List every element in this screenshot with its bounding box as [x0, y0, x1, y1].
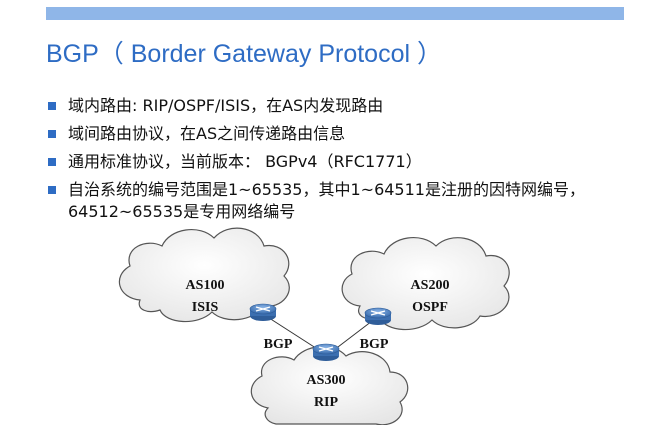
bullet-text: 域内路由: RIP/OSPF/ISIS，在AS内发现路由: [68, 96, 384, 115]
bgp-label-left: BGP: [264, 337, 293, 352]
as200-name: AS200: [411, 278, 450, 293]
cloud-as100: AS100 ISIS: [118, 227, 290, 323]
as100-protocol: ISIS: [192, 300, 219, 315]
bgp-label-right: BGP: [360, 337, 389, 352]
bullet-text: 自治系统的编号范围是1~65535，其中1~64511是注册的因特网编号，645…: [68, 180, 585, 221]
slide-title: BGP（ Border Gateway Protocol ）: [46, 40, 442, 68]
square-bullet-icon: [48, 158, 56, 166]
router-icon: [364, 307, 392, 325]
bullet-item: 自治系统的编号范围是1~65535，其中1~64511是注册的因特网编号，645…: [46, 179, 636, 223]
bgp-link-left: [265, 315, 323, 353]
square-bullet-icon: [48, 102, 56, 110]
header-bar: [46, 7, 624, 20]
square-bullet-icon: [48, 130, 56, 138]
bullet-list: 域内路由: RIP/OSPF/ISIS，在AS内发现路由 域间路由协议，在AS之…: [46, 95, 636, 229]
cloud-as300: AS300 RIP: [250, 346, 409, 425]
router-icon: [249, 303, 277, 321]
router-icon: [312, 343, 340, 361]
as200-protocol: OSPF: [412, 300, 448, 315]
square-bullet-icon: [48, 186, 56, 194]
bullet-item: 通用标准协议，当前版本： BGPv4（RFC1771）: [46, 151, 636, 173]
cloud-as200: AS200 OSPF: [341, 237, 510, 331]
bullet-item: 域内路由: RIP/OSPF/ISIS，在AS内发现路由: [46, 95, 636, 117]
as300-name: AS300: [307, 373, 346, 388]
as300-protocol: RIP: [314, 395, 339, 410]
as100-name: AS100: [186, 278, 225, 293]
bullet-text: 通用标准协议，当前版本： BGPv4（RFC1771）: [68, 152, 422, 171]
bullet-text: 域间路由协议，在AS之间传递路由信息: [68, 124, 346, 143]
bullet-item: 域间路由协议，在AS之间传递路由信息: [46, 123, 636, 145]
